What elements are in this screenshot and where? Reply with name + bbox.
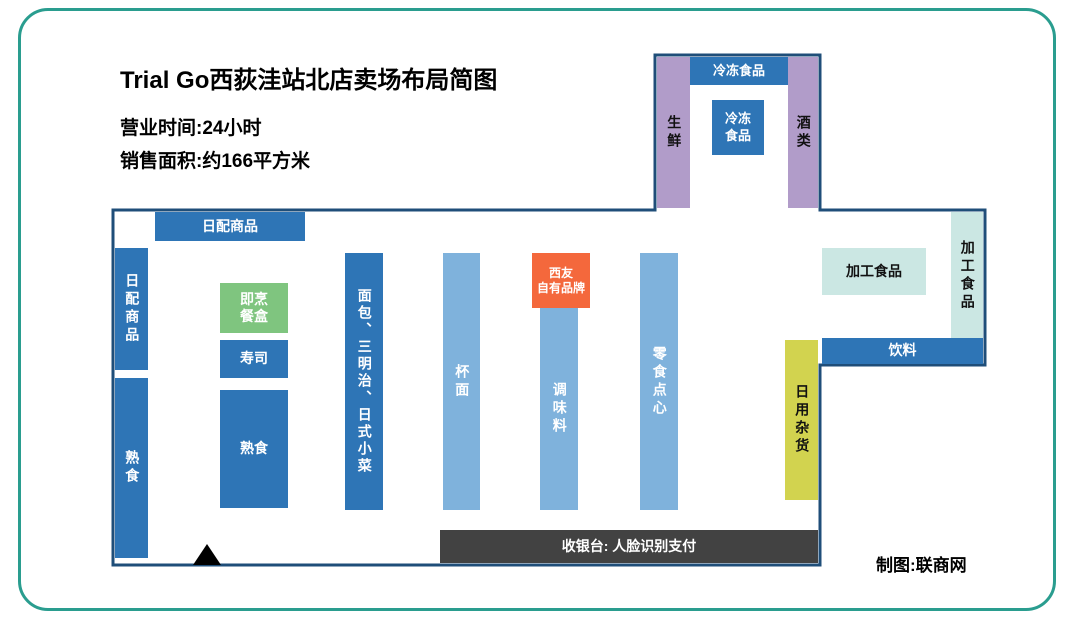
zone-ready-meal-box: 即烹 餐盒	[220, 283, 288, 333]
zone-daily-goods-left: 日配商品	[115, 248, 148, 370]
credit-text: 制图:联商网	[876, 556, 967, 575]
zone-ready-meal-line1: 即烹	[240, 290, 268, 307]
zone-drinks: 饮料	[822, 338, 983, 364]
zone-frozen-food-line1: 冷冻	[724, 111, 751, 127]
zone-seasoning: 调味料	[540, 308, 578, 510]
zone-cup-noodles: 杯面	[443, 253, 480, 510]
page-title: Trial Go西荻洼站北店卖场布局简图	[120, 67, 498, 94]
zone-deli: 熟食	[220, 390, 288, 508]
zone-alcohol: 酒类	[788, 57, 818, 208]
zone-daily-sundries: 日用杂货	[785, 340, 818, 500]
zone-deli-left: 熟食	[115, 378, 148, 558]
zone-ready-meal-line2: 餐盒	[240, 308, 268, 324]
sales-area-text: 销售面积:约166平方米	[120, 151, 311, 172]
zone-snacks: 零食点心	[640, 253, 678, 510]
zone-seiyu-line1: 西友	[548, 265, 573, 280]
zone-frozen-food-line2: 食品	[724, 127, 751, 143]
zone-sushi: 寿司	[220, 340, 288, 378]
zone-frozen-food-island: 冷冻 食品	[712, 100, 764, 155]
zone-seiyu-line2: 自有品牌	[536, 280, 585, 295]
entrance-triangle-icon	[193, 544, 221, 565]
zone-daily-goods-top: 日配商品	[155, 212, 305, 241]
rounded-border-frame	[18, 8, 1056, 611]
zone-fresh-food: 生鲜	[657, 57, 690, 208]
zone-checkout-counter: 收银台: 人脸识别支付	[440, 530, 818, 563]
zone-processed-food-strip: 加工食品	[951, 212, 983, 340]
zone-processed-food-island: 加工食品	[822, 248, 926, 295]
business-hours-text: 营业时间:24小时	[120, 118, 262, 139]
zone-bread-sandwich-side-dish: 面包、三明治、日式小菜	[345, 253, 383, 510]
zone-frozen-food-bar: 冷冻食品	[690, 57, 788, 85]
zone-seiyu-private-brand: 西友 自有品牌	[532, 253, 590, 308]
